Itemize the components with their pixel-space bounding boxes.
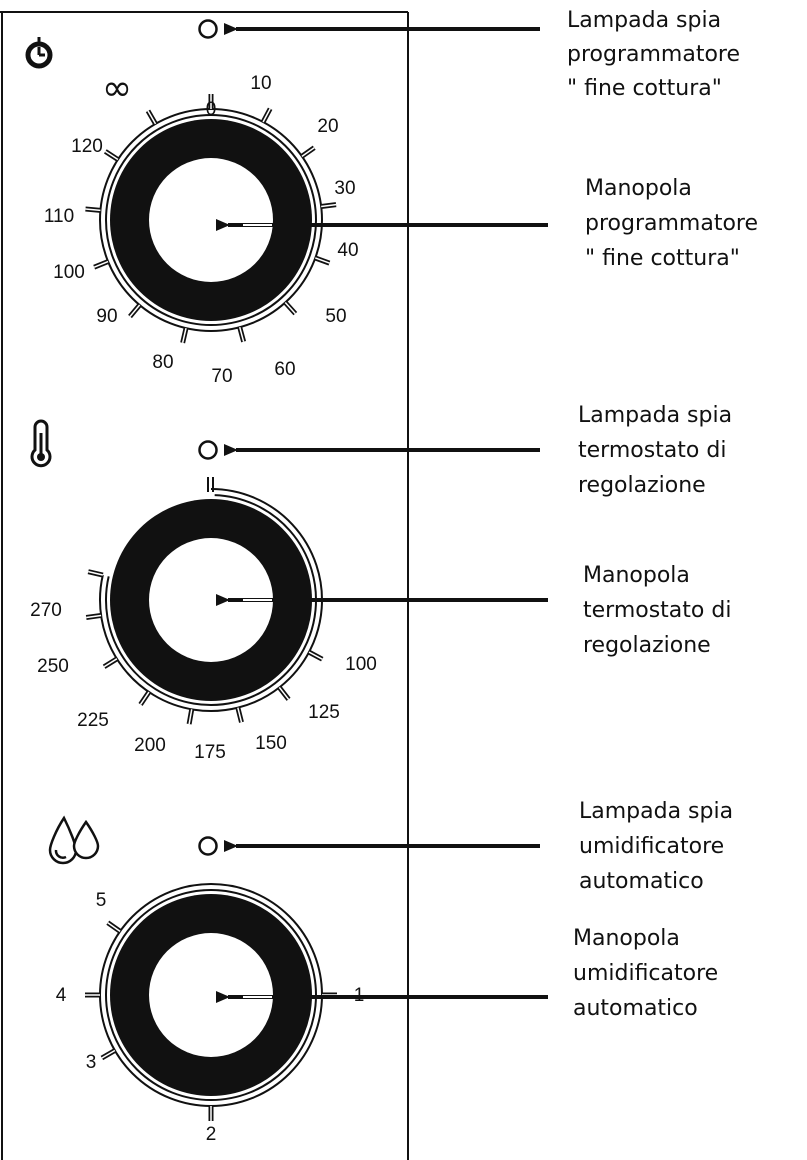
thermostat-knob[interactable] (110, 499, 312, 701)
scale-label: 150 (255, 733, 287, 754)
callout-arrows (216, 23, 548, 1003)
scale-label: 20 (317, 116, 338, 137)
scale-tick-gap (321, 203, 337, 208)
thermostat-lamp-indicator (198, 440, 218, 460)
humidifier-lamp-indicator (198, 836, 218, 856)
timer-section: ∞ 0 10 20 30 40 50 60 70 80 90 100 110 120 (25, 19, 359, 387)
scale-tick-gap (239, 327, 245, 342)
scale-label: 50 (325, 306, 346, 327)
scale-tick-gap (85, 208, 101, 212)
thermostat-scale-ring (85, 477, 324, 725)
scale-tick-gap (262, 108, 271, 123)
scale-label: 3 (86, 1052, 97, 1073)
scale-tick-gap (284, 301, 296, 315)
scale-tick-gap (104, 150, 119, 161)
scale-tick-gap (188, 709, 193, 725)
scale-label: 120 (71, 136, 103, 157)
scale-label: 225 (77, 710, 109, 731)
scale-tick-gap (103, 658, 118, 668)
scale-tick-gap (86, 614, 102, 619)
timer-knob-label: Manopola programmatore " fine cottura" (585, 176, 765, 271)
timer-scale-ring (85, 94, 337, 344)
thermostat-lamp-label: Lampada spia termostato di regolazione (578, 403, 739, 498)
timer-lamp-indicator (198, 19, 218, 39)
humidifier-lamp-label: Lampada spia umidificatore automatico (579, 799, 740, 894)
scale-label: 110 (44, 206, 74, 227)
scale-label: 175 (194, 742, 226, 763)
scale-label: 4 (56, 985, 67, 1006)
scale-label: 80 (152, 352, 173, 373)
scale-tick-gap (301, 147, 315, 157)
infinity-symbol: ∞ (102, 68, 132, 109)
humidifier-section: 12345 (48, 815, 364, 1145)
scale-label: 100 (345, 654, 377, 675)
scale-tick-gap (278, 687, 290, 700)
scale-label: 90 (96, 306, 117, 327)
scale-tick-gap (129, 304, 141, 318)
timer-knob[interactable] (110, 119, 312, 321)
scale-tick-gap (315, 257, 330, 264)
timer-lamp-label: Lampada spia programmatore " fine cottur… (567, 8, 747, 101)
scale-tick-gap (308, 651, 323, 660)
scale-tick-gap (107, 922, 121, 932)
humidifier-knob-label: Manopola umidificatore automatico (573, 926, 725, 1021)
thermostat-section: 100 125 150 175 200 225 250 270 (30, 419, 377, 763)
scale-tick-gap (88, 570, 104, 576)
water-drops-icon (48, 815, 100, 865)
scale-label: 100 (53, 262, 85, 283)
scale-label: 70 (211, 366, 232, 387)
panel-frame (0, 11, 409, 1160)
scale-label: 270 (30, 600, 62, 621)
thermostat-knob-label: Manopola termostato di regolazione (583, 563, 738, 658)
scale-tick-gap (237, 707, 243, 723)
scale-label: 2 (206, 1124, 217, 1145)
scale-label: 60 (274, 359, 295, 380)
scale-tick-gap (139, 691, 150, 705)
scale-label: 5 (96, 890, 107, 911)
scale-tick-gap (181, 327, 187, 343)
scale-label: 10 (250, 73, 271, 94)
scale-label: 0 (206, 99, 217, 120)
scale-label: 40 (337, 240, 358, 261)
scale-tick-gap (147, 110, 157, 125)
scale-tick-gap (101, 1049, 116, 1059)
humidifier-knob[interactable] (110, 894, 312, 1096)
scale-label: 250 (37, 656, 69, 677)
scale-label: 125 (308, 702, 340, 723)
callout-labels: Lampada spia programmatore " fine cottur… (567, 8, 765, 1021)
scale-label: 30 (334, 178, 355, 199)
thermometer-icon (30, 419, 52, 468)
scale-tick-gap (93, 260, 109, 268)
scale-label: 200 (134, 735, 166, 756)
clock-icon (25, 37, 53, 69)
